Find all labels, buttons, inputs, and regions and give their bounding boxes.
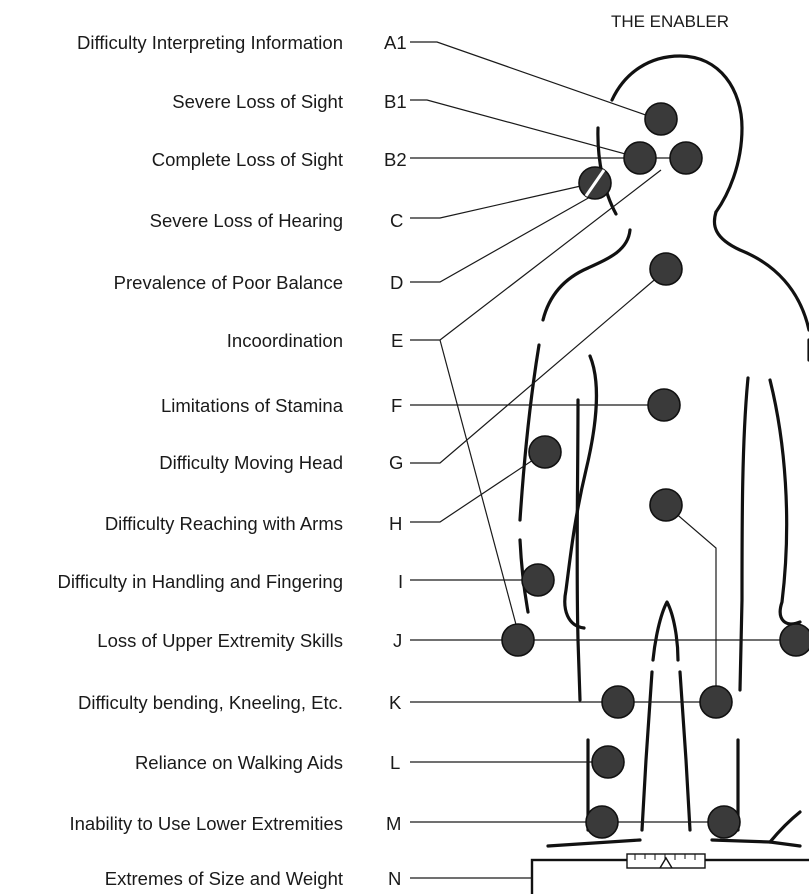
label-b1: Severe Loss of Sight	[172, 91, 343, 112]
foot-right	[712, 840, 800, 846]
marker-b2	[670, 142, 702, 174]
marker-f	[648, 389, 680, 421]
leader-e-lower	[440, 340, 518, 632]
marker-a1	[645, 103, 677, 135]
label-a1: Difficulty Interpreting Information	[77, 32, 343, 53]
code-b2: B2	[384, 149, 407, 170]
label-g: Difficulty Moving Head	[159, 452, 343, 473]
label-c: Severe Loss of Hearing	[150, 210, 343, 231]
label-list: Difficulty Interpreting Information Seve…	[57, 32, 343, 889]
marker-k-torso	[650, 489, 682, 521]
marker-k-right	[700, 686, 732, 718]
diagram-title: THE ENABLER	[611, 12, 729, 31]
foot-right-edge	[770, 812, 800, 842]
scale-dial	[627, 854, 705, 868]
crotch	[653, 602, 678, 660]
marker-j-left	[502, 624, 534, 656]
code-l: L	[390, 752, 400, 773]
marker-m-left	[586, 806, 618, 838]
label-b2: Complete Loss of Sight	[152, 149, 343, 170]
marker-j-right	[780, 624, 809, 656]
arm-left-inner	[565, 356, 597, 628]
weighing-scale	[532, 854, 809, 894]
marker-m-right	[708, 806, 740, 838]
leader-e-upper	[410, 170, 661, 340]
marker-h	[529, 436, 561, 468]
code-f: F	[391, 395, 402, 416]
code-a1: A1	[384, 32, 407, 53]
leg-right-inner	[680, 672, 690, 830]
code-j: J	[393, 630, 402, 651]
torso-left	[577, 400, 580, 700]
code-k: K	[389, 692, 402, 713]
foot-left	[548, 840, 640, 846]
torso-right	[740, 378, 748, 690]
code-i: I	[398, 571, 403, 592]
body-silhouette	[520, 56, 809, 846]
code-c: C	[390, 210, 403, 231]
code-n: N	[388, 868, 401, 889]
marker-l	[592, 746, 624, 778]
code-h: H	[389, 513, 402, 534]
code-b1: B1	[384, 91, 407, 112]
label-f: Limitations of Stamina	[161, 395, 344, 416]
shoulder-right	[714, 212, 809, 330]
label-d: Prevalence of Poor Balance	[114, 272, 343, 293]
code-m: M	[386, 813, 401, 834]
label-l: Reliance on Walking Aids	[135, 752, 343, 773]
leader-g	[410, 270, 666, 463]
marker-b1	[624, 142, 656, 174]
label-e: Incoordination	[227, 330, 343, 351]
label-m: Inability to Use Lower Extremities	[70, 813, 344, 834]
code-list: A1 B1 B2 C D E F G H I J K L M N	[384, 32, 407, 889]
shoulder-left	[543, 230, 630, 320]
leader-b1	[410, 100, 640, 158]
head-outline-right	[612, 56, 742, 212]
arm-right-inner	[770, 380, 800, 624]
code-d: D	[390, 272, 403, 293]
marker-i	[522, 564, 554, 596]
leader-c	[410, 183, 594, 218]
code-e: E	[391, 330, 403, 351]
leg-left-inner	[642, 672, 652, 830]
leader-k-right	[666, 505, 716, 702]
label-n: Extremes of Size and Weight	[105, 868, 343, 889]
impairment-markers	[502, 103, 809, 838]
code-g: G	[389, 452, 403, 473]
label-j: Loss of Upper Extremity Skills	[97, 630, 343, 651]
label-h: Difficulty Reaching with Arms	[105, 513, 343, 534]
label-k: Difficulty bending, Kneeling, Etc.	[78, 692, 343, 713]
marker-k-left	[602, 686, 634, 718]
label-i: Difficulty in Handling and Fingering	[57, 571, 343, 592]
marker-g	[650, 253, 682, 285]
arm-left-outer	[520, 345, 539, 520]
